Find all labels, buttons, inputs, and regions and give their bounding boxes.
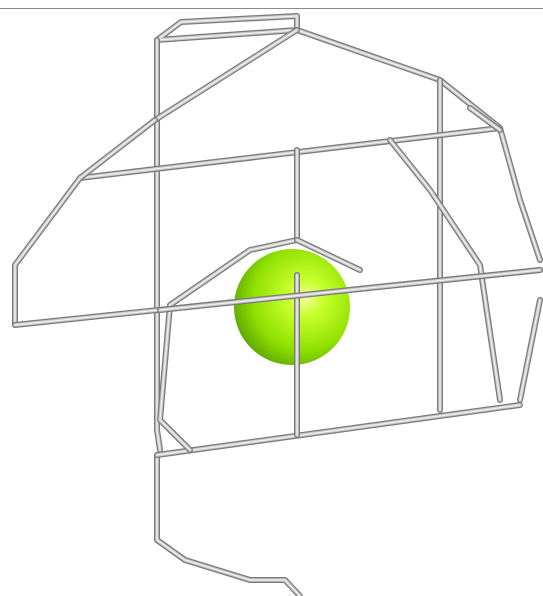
bond-shine-13 bbox=[520, 300, 540, 400]
bond-shadow-12 bbox=[390, 140, 500, 400]
bond-shine-8 bbox=[15, 120, 155, 325]
bond-shine-14 bbox=[470, 108, 500, 130]
bond-shadow-8 bbox=[15, 120, 155, 325]
bond-shine-7 bbox=[155, 30, 297, 120]
bond-stick-icon-8 bbox=[15, 120, 155, 325]
central-atom-sphere-icon[interactable] bbox=[234, 249, 350, 365]
bond-stick-icon-2 bbox=[157, 455, 300, 596]
bond-shine-3 bbox=[157, 405, 520, 455]
